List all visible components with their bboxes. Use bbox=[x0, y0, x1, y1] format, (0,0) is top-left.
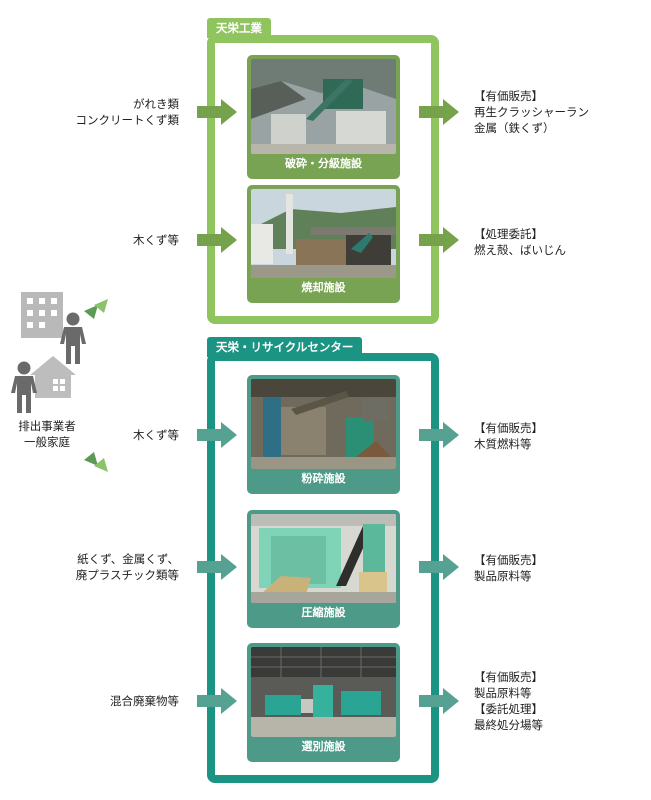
facility-name: 圧縮施設 bbox=[301, 606, 346, 619]
office-building-icon bbox=[21, 292, 63, 342]
source-label-line: 排出事業者 bbox=[18, 419, 76, 433]
input-line: がれき類 bbox=[133, 97, 179, 111]
person-icon bbox=[58, 312, 88, 368]
source-label-line: 一般家庭 bbox=[24, 435, 70, 449]
flow-down-arrow-icon bbox=[84, 446, 108, 476]
input-label: 木くず等 bbox=[133, 427, 179, 443]
input-line: 混合廃棄物等 bbox=[110, 694, 179, 708]
output-label: 【有価販売】 木質燃料等 bbox=[474, 420, 543, 452]
group-title-tenei-kogyo: 天栄工業 bbox=[207, 18, 271, 38]
input-arrow bbox=[197, 554, 237, 580]
input-label: がれき類 コンクリートくず類 bbox=[76, 96, 180, 128]
output-arrow bbox=[419, 227, 459, 253]
output-line: 【処理委託】 bbox=[474, 227, 543, 241]
output-line: 【有価販売】 bbox=[474, 553, 543, 567]
facility-compression: 圧縮施設 bbox=[247, 510, 400, 628]
group-title-tenei-recycle-center: 天栄・リサイクルセンター bbox=[207, 337, 363, 357]
input-line: 廃プラスチック類等 bbox=[75, 568, 179, 582]
output-arrow bbox=[419, 688, 459, 714]
source-label: 排出事業者 一般家庭 bbox=[17, 418, 77, 450]
input-label: 混合廃棄物等 bbox=[110, 693, 179, 709]
person-icon bbox=[9, 361, 39, 417]
input-label: 紙くず、金属くず、 廃プラスチック類等 bbox=[76, 551, 179, 583]
flow-up-arrow-icon bbox=[84, 299, 108, 329]
facility-photo bbox=[251, 189, 396, 278]
facility-photo bbox=[251, 379, 396, 469]
output-line: 最終処分場等 bbox=[474, 718, 543, 732]
input-line: 木くず等 bbox=[133, 233, 179, 247]
output-label: 【有価販売】 製品原料等 【委託処理】 最終処分場等 bbox=[474, 669, 543, 733]
facility-incineration: 焼却施設 bbox=[247, 185, 400, 303]
input-line: コンクリートくず類 bbox=[75, 113, 180, 127]
output-arrow bbox=[419, 554, 459, 580]
facility-crushing-classifying: 破砕・分級施設 bbox=[247, 55, 400, 179]
facility-name: 破砕・分級施設 bbox=[285, 157, 362, 170]
facility-photo bbox=[251, 59, 396, 154]
output-line: 製品原料等 bbox=[474, 686, 532, 700]
facility-name: 選別施設 bbox=[301, 740, 346, 753]
group-box-tenei-kogyo bbox=[207, 35, 439, 324]
facility-photo bbox=[251, 647, 396, 737]
output-line: 再生クラッシャーラン bbox=[474, 105, 589, 119]
output-line: 製品原料等 bbox=[474, 569, 532, 583]
input-arrow bbox=[197, 99, 237, 125]
input-line: 木くず等 bbox=[133, 428, 179, 442]
facility-photo bbox=[251, 514, 396, 603]
output-arrow bbox=[419, 99, 459, 125]
output-line: 金属（鉄くず） bbox=[474, 121, 555, 135]
output-line: 【有価販売】 bbox=[474, 89, 543, 103]
input-label: 木くず等 bbox=[133, 232, 179, 248]
output-arrow bbox=[419, 422, 459, 448]
input-line: 紙くず、金属くず、 bbox=[77, 552, 179, 566]
output-line: 【委託処理】 bbox=[474, 702, 543, 716]
input-arrow bbox=[197, 688, 237, 714]
output-label: 【処理委託】 燃え殻、ばいじん bbox=[474, 226, 566, 258]
facility-pulverizing: 粉砕施設 bbox=[247, 375, 400, 494]
output-line: 【有価販売】 bbox=[474, 670, 543, 684]
input-arrow bbox=[197, 227, 237, 253]
output-line: 木質燃料等 bbox=[474, 437, 532, 451]
input-arrow bbox=[197, 422, 237, 448]
facility-name: 焼却施設 bbox=[301, 281, 346, 294]
house-icon bbox=[30, 356, 76, 402]
output-label: 【有価販売】 再生クラッシャーラン 金属（鉄くず） bbox=[474, 88, 589, 136]
output-line: 燃え殻、ばいじん bbox=[474, 243, 566, 257]
facility-sorting: 選別施設 bbox=[247, 643, 400, 762]
facility-name: 粉砕施設 bbox=[301, 472, 346, 485]
output-label: 【有価販売】 製品原料等 bbox=[474, 552, 543, 584]
output-line: 【有価販売】 bbox=[474, 421, 543, 435]
